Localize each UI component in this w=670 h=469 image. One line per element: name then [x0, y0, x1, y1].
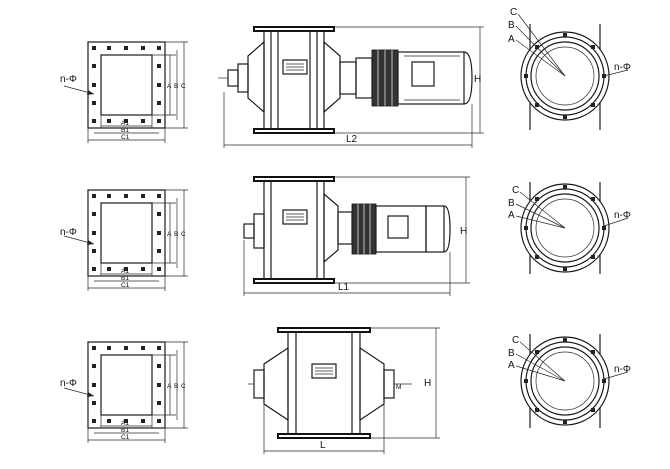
side-width-label: L1 — [338, 282, 350, 293]
flange-hole-label: n-Φ — [60, 227, 77, 238]
bolt-holes — [92, 194, 161, 271]
dim-side-b: B — [174, 231, 178, 238]
end-view-3: C B A n-Φ — [508, 334, 631, 428]
end-circle-b: B — [508, 348, 515, 359]
side-view-2: H L1 — [243, 176, 470, 296]
dim-side-a: A — [167, 231, 172, 238]
dim-b1: B1 — [121, 427, 129, 434]
end-circle-c: C — [510, 7, 517, 18]
dim-a1: A1 — [121, 420, 129, 427]
dim-a1: A1 — [121, 268, 129, 275]
flange-hole-label: n-Φ — [60, 74, 77, 85]
end-view-2: C B A n-Φ — [508, 182, 631, 274]
shaft-label: M — [396, 384, 401, 391]
dim-side-c: C — [181, 83, 186, 90]
dim-side-a: A — [167, 383, 172, 390]
dim-side-c: C — [181, 383, 186, 390]
row-2: A B C A1 B1 C1 n-Φ — [60, 176, 631, 296]
side-width-label: L — [320, 440, 326, 451]
flange-hole-label: n-Φ — [60, 378, 77, 389]
row-3: A B C A1 B1 C1 n-Φ — [60, 327, 631, 454]
dim-side-a: A — [167, 83, 172, 90]
row-1: A B C A1 B1 C1 n-Φ — [60, 7, 631, 148]
side-width-label: L2 — [346, 134, 358, 145]
end-circle-a: A — [508, 360, 515, 371]
side-height-label: H — [474, 74, 481, 85]
dim-c1: C1 — [121, 282, 130, 289]
dim-side-c: C — [181, 231, 186, 238]
dim-b1: B1 — [121, 275, 129, 282]
side-height-label: H — [424, 378, 431, 389]
dim-c1: C1 — [121, 434, 130, 441]
end-view-1: C B A n-Φ — [508, 7, 631, 130]
dim-side-b: B — [174, 383, 178, 390]
dim-b1: B1 — [121, 127, 129, 134]
end-circle-a: A — [508, 210, 515, 221]
end-hole-label: n-Φ — [614, 364, 631, 375]
side-view-3: M H L — [248, 327, 440, 454]
end-hole-label: n-Φ — [614, 62, 631, 73]
end-hole-label: n-Φ — [614, 210, 631, 221]
end-circle-c: C — [512, 185, 519, 196]
end-circle-b: B — [508, 20, 515, 31]
end-circle-a: A — [508, 34, 515, 45]
flange-view-3: A B C A1 B1 C1 n-Φ — [60, 341, 188, 443]
side-height-label: H — [460, 226, 467, 237]
dim-c1: C1 — [121, 134, 130, 141]
bolt-holes — [92, 346, 161, 423]
bolt-holes — [92, 46, 161, 123]
flange-view-2: A B C A1 B1 C1 n-Φ — [60, 189, 188, 291]
end-circle-b: B — [508, 198, 515, 209]
dim-a1: A1 — [121, 120, 129, 127]
end-circle-c: C — [512, 335, 519, 346]
dim-side-b: B — [174, 83, 178, 90]
flange-view-1: A B C A1 B1 C1 n-Φ — [60, 41, 188, 143]
side-view-1: H L2 — [218, 26, 484, 148]
